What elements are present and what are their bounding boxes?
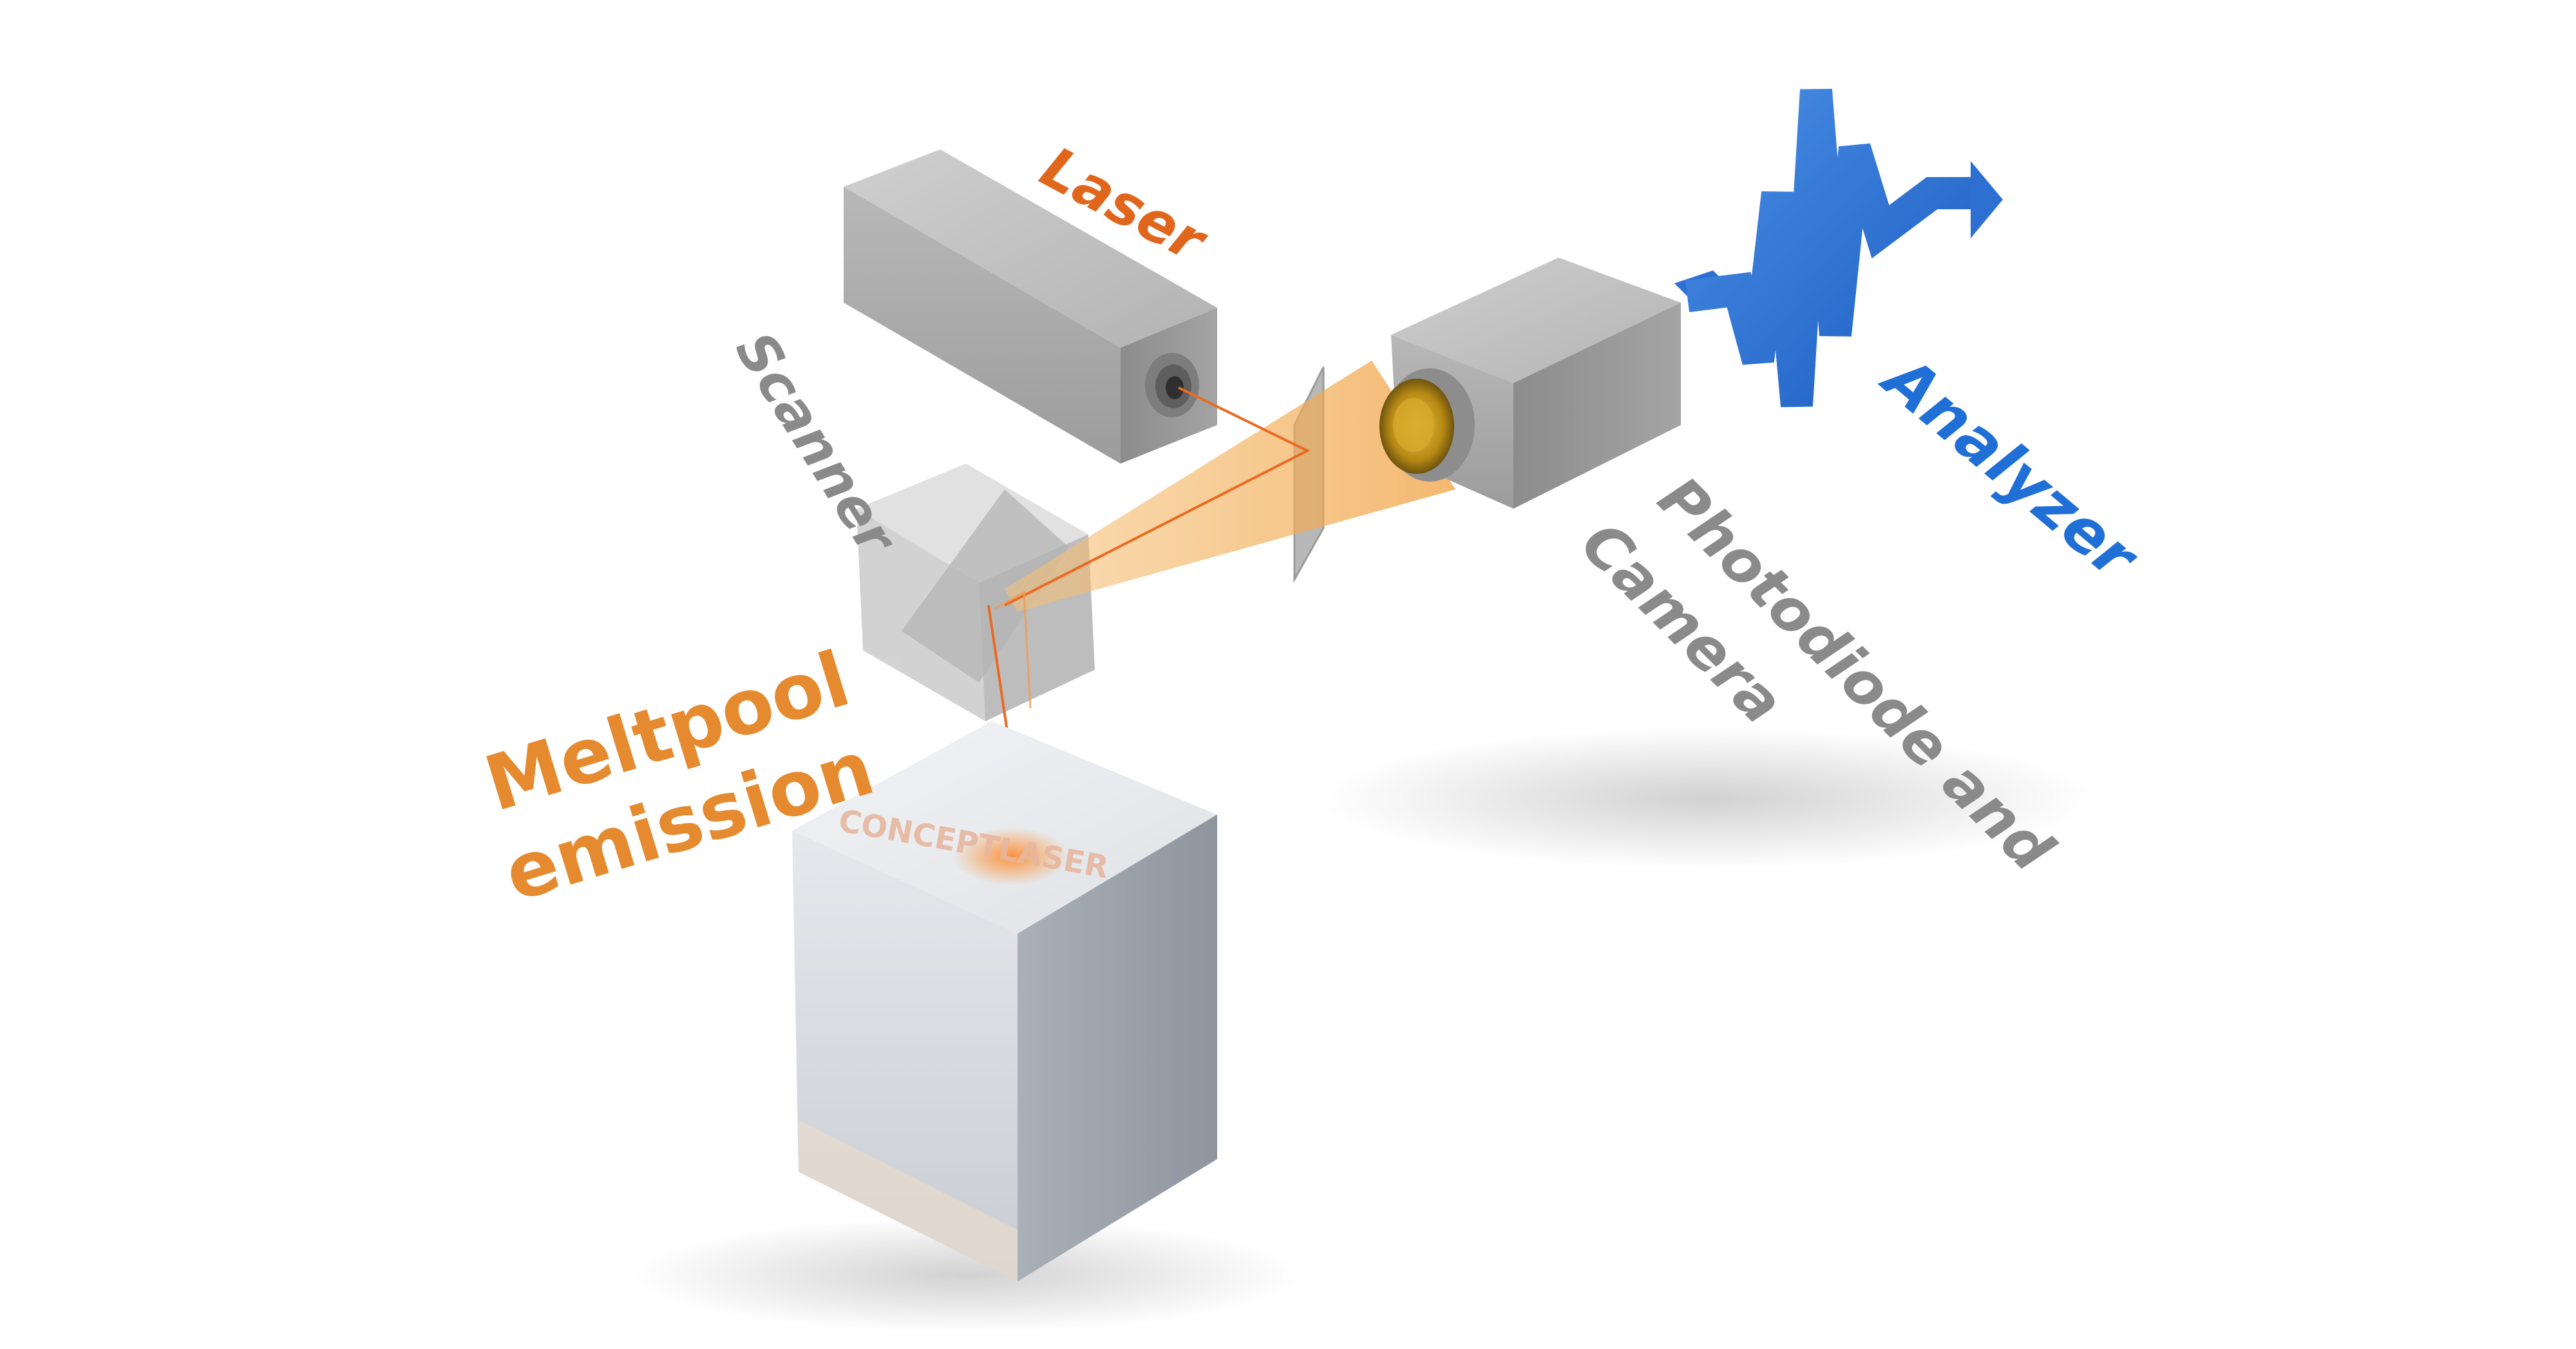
meltpool-spot	[953, 827, 1069, 885]
build-block	[792, 721, 1217, 1281]
scanner-label: Scanner	[723, 321, 910, 567]
analyzer-label: Analyzer	[1868, 339, 2153, 595]
photodiode-camera-housing	[1379, 258, 1681, 509]
shadow-camera	[1320, 728, 2093, 869]
analyzer-signal	[1674, 89, 2003, 408]
laser-housing	[844, 149, 1217, 464]
laser-beam	[1004, 386, 1311, 607]
shadow-block	[631, 1217, 1301, 1333]
